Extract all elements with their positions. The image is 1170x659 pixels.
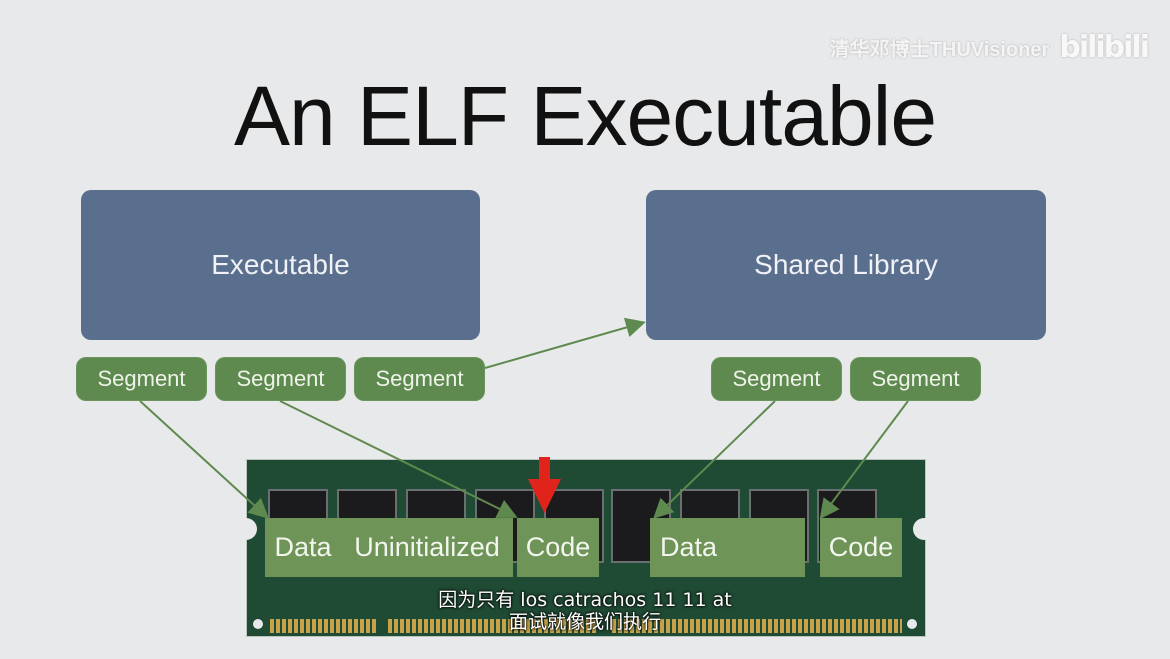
memory-data-cell: Data	[650, 518, 727, 577]
subtitle-line-1: 因为只有 los catrachos 11 11 at	[438, 589, 732, 611]
memory-hole-left	[253, 619, 263, 629]
arrow-segment-to-data	[139, 400, 269, 519]
memory-pins	[612, 619, 902, 633]
channel-name: 清华邓博士THUVisioner	[829, 39, 1050, 61]
memory-hole-right	[907, 619, 917, 629]
arrow-library-segment-to-data	[653, 400, 776, 519]
bilibili-logo: bilibili	[1059, 30, 1150, 65]
library-segment-2: Segment	[850, 357, 981, 401]
executable-block: Executable	[81, 190, 480, 340]
memory-code-cell: Code	[820, 518, 902, 577]
red-pointer-arrow	[528, 457, 561, 513]
library-segment-1: Segment	[711, 357, 842, 401]
executable-segment-1: Segment	[76, 357, 207, 401]
watermark: 清华邓博士THUVisioner bilibili	[829, 30, 1150, 65]
arrow-library-segment-to-code	[819, 400, 909, 520]
arrow-segment-to-code	[279, 400, 518, 518]
subtitle-line-2: 面试就像我们执行	[508, 611, 661, 633]
memory-pins	[388, 619, 596, 633]
memory-notch-left	[235, 518, 257, 540]
executable-segment-2: Segment	[215, 357, 346, 401]
memory-data-cell-extension	[727, 518, 805, 577]
memory-data-cell: Data	[265, 518, 341, 577]
memory-notch-right	[913, 518, 935, 540]
executable-segment-3: Segment	[354, 357, 485, 401]
shared-library-block: Shared Library	[646, 190, 1046, 340]
arrow-segment-to-shared-library	[484, 317, 646, 369]
memory-code-cell: Code	[517, 518, 599, 577]
slide-title: An ELF Executable	[233, 69, 937, 163]
memory-pins	[270, 619, 378, 633]
memory-uninitialized-cell: Uninitialized	[341, 518, 513, 577]
